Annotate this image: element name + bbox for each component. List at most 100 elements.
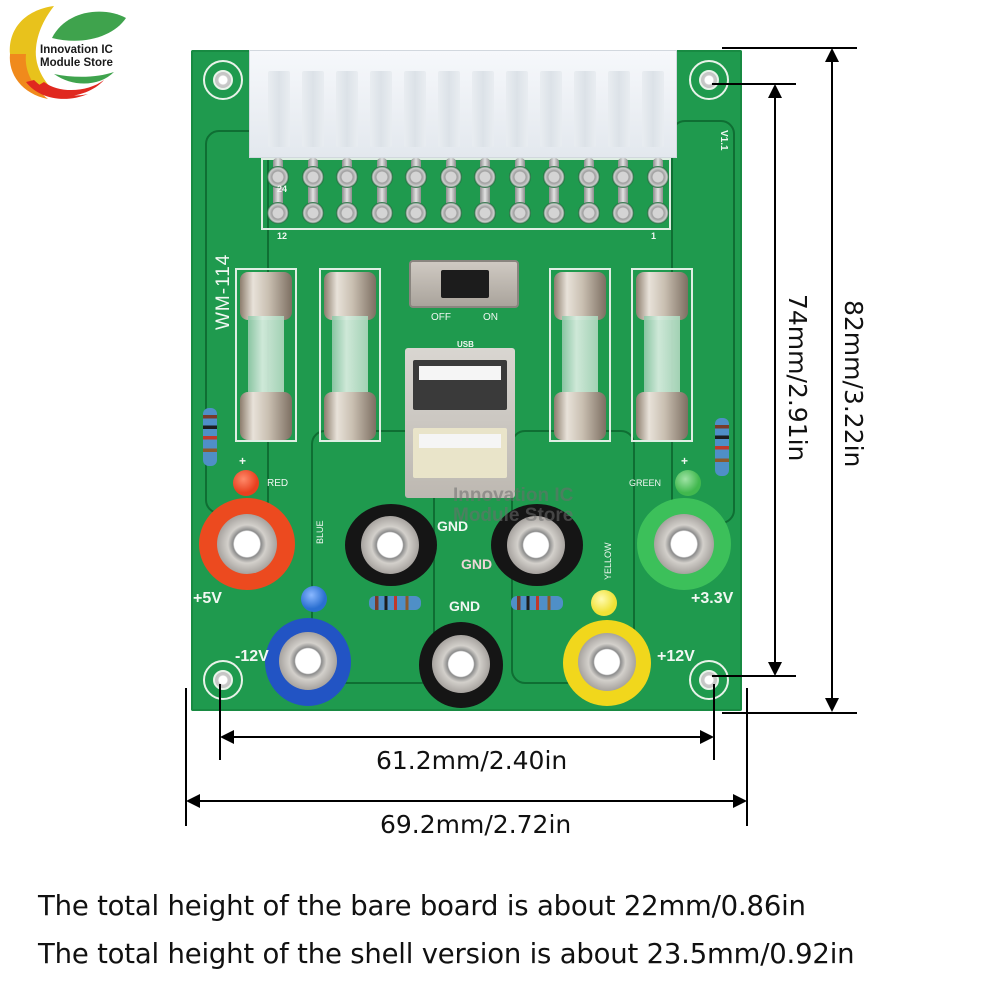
power-switch[interactable] — [409, 260, 519, 308]
fuse-silkscreen — [235, 268, 297, 442]
atx-24pin-connector — [249, 50, 677, 158]
note-shell-version-height: The total height of the shell version is… — [38, 938, 855, 970]
watermark: Innovation IC Module Store — [453, 485, 574, 526]
solder-pad — [405, 166, 427, 188]
usb-label: USB — [457, 340, 474, 349]
pin-label-12: 12 — [277, 231, 288, 241]
mounting-hole-bottom-left — [203, 660, 243, 700]
solder-pad — [646, 166, 669, 188]
led-yellow — [591, 590, 617, 616]
dim-hole-bottom-extension — [712, 675, 796, 677]
mounting-hole-bottom-right — [689, 660, 729, 700]
solder-pad — [577, 202, 600, 224]
solder-pad — [612, 166, 634, 188]
dim-hole-top-extension — [712, 83, 796, 85]
solder-pad — [267, 202, 289, 224]
solder-pad — [370, 202, 393, 224]
led-red — [233, 470, 259, 496]
solder-pad — [646, 202, 669, 224]
led-blue — [301, 586, 327, 612]
led-green-label: GREEN — [629, 478, 662, 488]
mounting-hole-top-right — [689, 60, 729, 100]
solder-pad — [370, 166, 393, 188]
terminal-gnd-3[interactable] — [419, 622, 503, 708]
logo-line-1: Innovation IC — [40, 44, 113, 56]
solder-pad — [508, 166, 531, 188]
dual-usb-port[interactable] — [405, 348, 515, 498]
fuse-5v — [240, 272, 292, 442]
led-plus-sign: + — [681, 454, 689, 468]
dim-hole-right-extension — [713, 684, 715, 760]
solder-pad — [474, 202, 496, 224]
resistor — [203, 408, 217, 466]
terminal-label-gnd-2: GND — [461, 556, 493, 572]
leaf-swirl-icon — [9, 6, 126, 99]
terminal-label-minus-12v: -12V — [235, 648, 269, 665]
brand-logo: Innovation IC Module Store — [4, 2, 129, 102]
resistor — [715, 418, 729, 476]
led-yellow-label: YELLOW — [603, 542, 613, 580]
fuse-3v3 — [554, 272, 606, 442]
solder-pad — [336, 202, 358, 224]
led-blue-label: BLUE — [315, 520, 325, 544]
pcb-board: 24 12 1 WM-114 V1.1 OFF ON USB + RED + G… — [191, 50, 742, 711]
terminal-label-gnd-3: GND — [449, 598, 481, 614]
led-red-label: RED — [267, 478, 289, 489]
dim-hole-left-extension — [219, 684, 221, 760]
terminal-label-plus-12v: +12V — [657, 648, 695, 665]
resistor — [511, 596, 563, 610]
model-label: WM-114 — [213, 253, 234, 330]
dim-board-width-arrow — [186, 794, 747, 808]
dim-hole-height-arrow — [768, 84, 782, 676]
terminal-plus-12v[interactable] — [563, 620, 651, 706]
version-label: V1.1 — [718, 130, 729, 151]
solder-pad — [336, 166, 358, 188]
switch-off-label: OFF — [431, 312, 451, 323]
terminal-plus-5v[interactable] — [199, 498, 295, 590]
led-green — [675, 470, 701, 496]
terminal-gnd-1[interactable] — [345, 504, 437, 586]
fuse-silkscreen — [631, 268, 693, 442]
solder-pad — [405, 202, 427, 224]
dim-board-right-extension — [746, 688, 748, 826]
pin-label-1: 1 — [651, 231, 657, 241]
fuse-12v — [636, 272, 688, 442]
solder-pad — [577, 166, 600, 188]
mounting-hole-top-left — [203, 60, 243, 100]
resistor — [369, 596, 421, 610]
solder-pad — [543, 166, 565, 188]
dim-board-height-label: 82mm/3.22in — [839, 300, 868, 468]
solder-pad — [612, 202, 634, 224]
solder-pad — [474, 166, 496, 188]
connector-silkscreen — [261, 158, 671, 230]
fuse-12v-neg — [324, 272, 376, 442]
terminal-label-gnd-1: GND — [437, 518, 469, 534]
fuse-silkscreen — [319, 268, 381, 442]
dim-hole-width-arrow — [220, 730, 714, 744]
terminal-plus-3v3[interactable] — [637, 498, 731, 590]
dim-board-left-extension — [185, 688, 187, 826]
led-plus-sign: + — [239, 454, 247, 468]
dim-hole-width-label: 61.2mm/2.40in — [376, 746, 568, 775]
solder-pad — [543, 202, 565, 224]
pin-label-24: 24 — [277, 184, 288, 194]
dim-board-top-extension — [722, 47, 857, 49]
terminal-label-plus-3v3: +3.3V — [691, 590, 734, 607]
solder-pad — [301, 202, 324, 224]
dim-board-height-arrow — [825, 48, 839, 712]
dim-board-bottom-extension — [722, 712, 857, 714]
terminal-label-plus-5v: +5V — [193, 590, 222, 607]
switch-on-label: ON — [483, 312, 498, 323]
solder-pad — [439, 202, 462, 224]
note-bare-board-height: The total height of the bare board is ab… — [38, 890, 806, 922]
solder-pad — [439, 166, 462, 188]
terminal-minus-12v[interactable] — [265, 618, 351, 706]
dim-hole-height-label: 74mm/2.91in — [783, 294, 812, 462]
solder-pad — [267, 166, 289, 188]
logo-line-2: Module Store — [40, 57, 113, 69]
solder-pad — [508, 202, 531, 224]
dim-board-width-label: 69.2mm/2.72in — [380, 810, 572, 839]
solder-pad — [301, 166, 324, 188]
fuse-silkscreen — [549, 268, 611, 442]
terminal-gnd-2[interactable] — [491, 504, 583, 586]
